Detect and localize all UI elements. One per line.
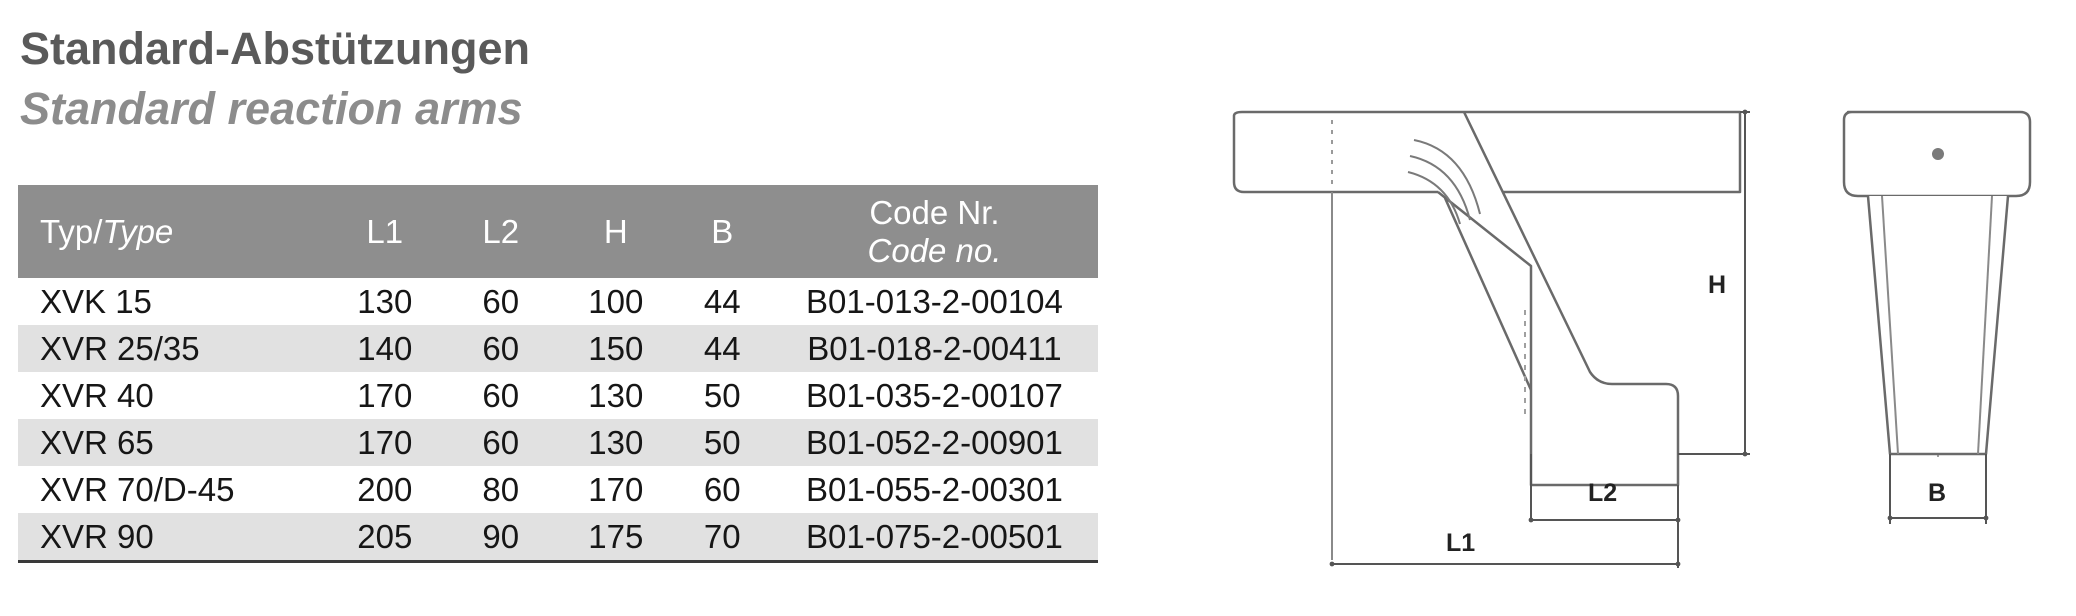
cell-h: 100 — [588, 282, 644, 320]
cell-code: B01-035-2-00107 — [806, 376, 1063, 414]
front-view — [1842, 110, 2032, 460]
table-row: XVR 90 205 90 175 70 B01-075-2-00501 — [18, 513, 1098, 562]
header-l1: L1 — [326, 185, 444, 278]
cell-l1: 130 — [357, 282, 413, 320]
table-row: XVR 65 170 60 130 50 B01-052-2-00901 — [18, 419, 1098, 466]
table-row: XVR 25/35 140 60 150 44 B01-018-2-00411 — [18, 325, 1098, 372]
bend-line — [1413, 139, 1481, 215]
header-code: Code Nr.Code no. — [770, 185, 1098, 278]
cell-l1: 200 — [357, 470, 413, 508]
reaction-arms-table: Typ/Type L1 L2 H B Code Nr.Code no. XVK … — [18, 185, 1098, 563]
dimension-b — [1887, 454, 1989, 524]
dimension-label-h: H — [1708, 271, 1726, 299]
cell-b: 44 — [673, 325, 771, 372]
cell-type: XVR 70/D-45 — [40, 470, 235, 508]
dimension-label-l2: L2 — [1588, 479, 1617, 507]
table-row: XVK 15 130 60 100 44 B01-013-2-00104 — [18, 278, 1098, 325]
reaction-arm-drawing: H L2 L1 B — [1232, 109, 2032, 568]
dimension-l2 — [1528, 454, 1681, 568]
cell-b: 70 — [673, 513, 771, 562]
cell-l2: 60 — [443, 419, 559, 466]
front-inner-edge — [1881, 195, 1899, 455]
table-row: XVR 40 170 60 130 50 B01-035-2-00107 — [18, 372, 1098, 419]
cell-h: 175 — [558, 513, 674, 562]
cell-type: XVR 90 — [18, 513, 327, 562]
cell-h: 130 — [558, 419, 674, 466]
page-title: Standard-Abstützungen — [20, 23, 530, 74]
cell-type: XVR 25/35 — [18, 325, 327, 372]
header-type: Typ/Type — [18, 185, 327, 278]
front-body — [1866, 195, 2010, 456]
arm-top-bar — [1232, 110, 1742, 194]
bend-line — [1407, 171, 1461, 225]
cell-b: 50 — [703, 376, 741, 414]
cell-l2: 80 — [482, 470, 520, 508]
cell-l1: 140 — [326, 325, 444, 372]
cell-code: B01-055-2-00301 — [806, 470, 1063, 508]
cell-l1: 170 — [326, 419, 444, 466]
cell-h: 170 — [588, 470, 644, 508]
cell-h: 130 — [588, 376, 644, 414]
dimension-label-l1: L1 — [1446, 529, 1475, 557]
cell-type: XVR 40 — [40, 376, 154, 414]
cell-l2: 90 — [443, 513, 559, 562]
dimension-label-b: B — [1928, 479, 1946, 507]
table-row: XVR 70/D-45 200 80 170 60 B01-055-2-0030… — [18, 466, 1098, 513]
header-b: B — [673, 185, 771, 278]
cell-b: 50 — [673, 419, 771, 466]
cell-code: B01-075-2-00501 — [770, 513, 1098, 562]
cell-b: 60 — [703, 470, 741, 508]
cell-l1: 205 — [326, 513, 444, 562]
bolt-hole — [1932, 148, 1944, 160]
page-subtitle: Standard reaction arms — [20, 83, 523, 134]
cell-type: XVR 65 — [18, 419, 327, 466]
cell-l2: 60 — [443, 325, 559, 372]
front-inner-edge — [1977, 195, 1993, 455]
cell-type: XVK 15 — [40, 282, 152, 320]
cell-l2: 60 — [482, 282, 520, 320]
table-header-row: Typ/Type L1 L2 H B Code Nr.Code no. — [18, 185, 1098, 278]
cell-code: B01-018-2-00411 — [770, 325, 1098, 372]
arm-inner-edge — [1443, 197, 1533, 391]
cell-h: 150 — [558, 325, 674, 372]
header-h: H — [558, 185, 674, 278]
cell-code: B01-052-2-00901 — [770, 419, 1098, 466]
bend-line — [1409, 155, 1471, 221]
arm-body — [1437, 111, 1680, 487]
cell-code: B01-013-2-00104 — [806, 282, 1063, 320]
dimension-h — [1678, 109, 1750, 457]
cell-l2: 60 — [482, 376, 520, 414]
header-l2: L2 — [443, 185, 559, 278]
side-view — [1232, 110, 1742, 560]
cell-b: 44 — [703, 282, 741, 320]
cell-l1: 170 — [357, 376, 413, 414]
